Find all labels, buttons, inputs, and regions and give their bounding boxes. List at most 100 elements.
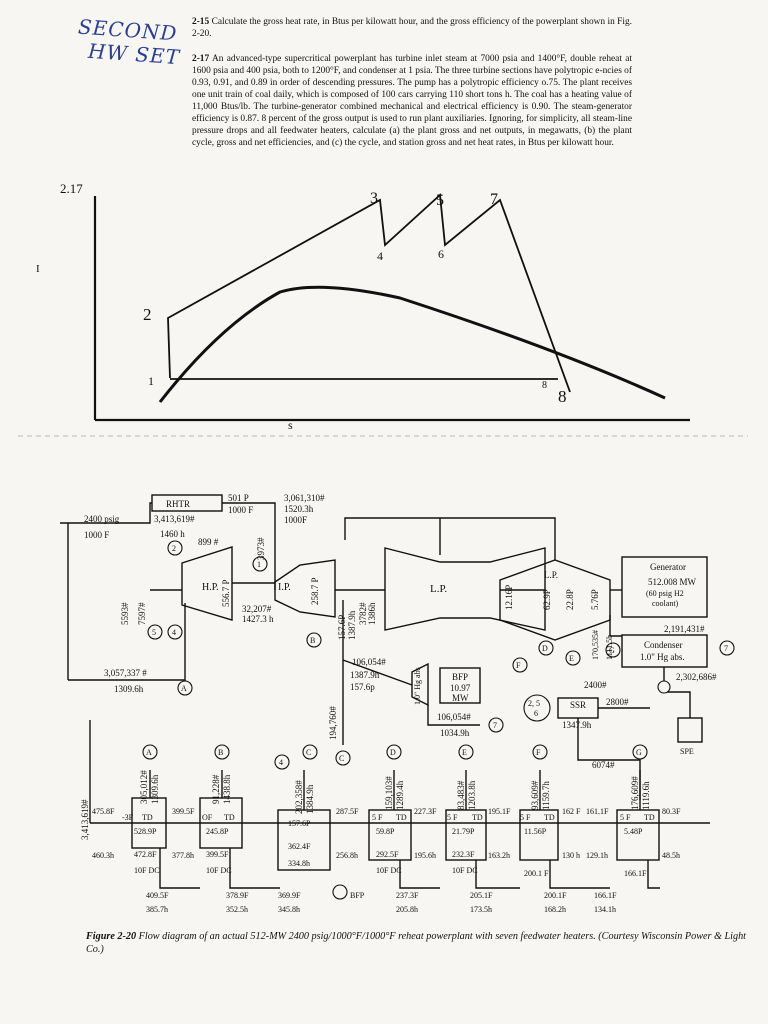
label: 194,760# [328, 706, 338, 740]
saturation-dome [158, 285, 666, 403]
heater-4 [368, 809, 412, 861]
label: 12.16P [504, 585, 514, 610]
label: OF [202, 813, 213, 822]
label: 48.5h [662, 851, 680, 860]
bubble [335, 750, 351, 766]
label: 292.5F [376, 850, 399, 859]
bubble [512, 657, 528, 673]
label: 163.2h [488, 851, 510, 860]
condensate-line [663, 667, 691, 718]
axis-label-s: s [288, 418, 293, 432]
steam-line [342, 659, 413, 686]
caption-text: Flow diagram of an actual 512-MW 2400 ps… [86, 931, 747, 955]
label: 83,483# [456, 780, 466, 810]
bubble [332, 884, 348, 900]
label: TD [644, 813, 655, 822]
crossover-line [344, 517, 556, 560]
lp-turbine-1 [384, 547, 546, 631]
problem-text: Calculate the gross heat rate, in Btus p… [192, 17, 632, 39]
bubble-label: 2 [172, 544, 176, 553]
label: 5.76P [590, 589, 600, 610]
label: 10F DC [206, 866, 232, 875]
bfp-box [439, 667, 481, 704]
label: 3782# [358, 602, 368, 625]
label: 166.1F [624, 869, 647, 878]
drain-line [159, 848, 200, 889]
label: 1460 h [160, 529, 185, 539]
exhaust-line [427, 705, 480, 726]
hp-turbine [181, 546, 233, 621]
state-label: 5 [436, 192, 444, 209]
bubble [632, 744, 648, 760]
label: 134.1h [594, 905, 616, 914]
label: BFP [452, 672, 468, 682]
drain-line [549, 860, 610, 889]
exhaust-line [609, 615, 622, 637]
label: 256.8h [336, 851, 358, 860]
label: 2800# [606, 697, 629, 707]
label: 475.8F [92, 807, 115, 816]
label: 7597# [137, 602, 147, 625]
label: 501 P [228, 493, 249, 503]
label: 93,609# [530, 780, 540, 810]
bubble-label: 7 [493, 721, 497, 730]
label: 157.6p [350, 682, 375, 692]
label: 556.7 P [221, 579, 231, 607]
bubble-label: 1 [257, 560, 261, 569]
label: TD [396, 813, 407, 822]
label: 460.3h [92, 851, 114, 860]
label: 2, 5 [528, 699, 540, 708]
label: 287.5F [336, 807, 359, 816]
label: 161.1F [586, 807, 609, 816]
label: 399.5F [206, 850, 229, 859]
label: 1159.7h [541, 781, 551, 810]
label: 1.0" Hg abs. [640, 652, 685, 662]
label: I.P. [278, 582, 291, 593]
label: TD [224, 813, 235, 822]
label: 5 F [447, 813, 458, 822]
label: 5.48P [624, 827, 643, 836]
drain-line [399, 860, 440, 889]
label: SSR [570, 700, 586, 710]
label: BFP [350, 891, 365, 900]
label: 205.1F [470, 891, 493, 900]
label: 166.1F [594, 891, 617, 900]
bubble-label: E [462, 748, 467, 757]
state-label: 1 [148, 374, 154, 388]
bubble [177, 680, 193, 696]
label: 162 F [562, 807, 581, 816]
state-label: 3 [370, 190, 378, 207]
heater-1 [616, 809, 660, 861]
label: 3973# [256, 537, 266, 560]
label: 345.8h [278, 905, 300, 914]
label: 1309.6h [114, 684, 144, 694]
label: 1387.9h [347, 610, 357, 640]
bubble [147, 624, 163, 640]
problem-2-15: 2-15 Calculate the gross heat rate, in B… [192, 16, 632, 40]
label: 1034.9h [440, 728, 470, 738]
label: 205.8h [396, 905, 418, 914]
label: TD [544, 813, 555, 822]
drain-line [229, 848, 280, 889]
label: 6 [534, 709, 538, 718]
label: 232.3F [452, 850, 475, 859]
label: 399.5F [172, 807, 195, 816]
label: 334.8h [288, 859, 310, 868]
state-label: 8 [542, 380, 547, 391]
label: 258.7 P [310, 577, 320, 605]
label: 1111.5h [605, 635, 614, 660]
state-label: 2 [143, 305, 152, 324]
label: -3F [122, 813, 134, 822]
ip-turbine [274, 559, 336, 618]
label: 59.8P [376, 827, 395, 836]
bubble-label: B [310, 636, 315, 645]
bubble [306, 632, 322, 648]
caption-label: Figure 2-20 [86, 931, 137, 942]
label: 10F DC [376, 866, 402, 875]
label: 5593# [120, 602, 130, 625]
label: 200.1F [544, 891, 567, 900]
label: 173.5h [470, 905, 492, 914]
spe-box [677, 717, 703, 743]
label: TD [472, 813, 483, 822]
heater-2 [519, 809, 559, 861]
